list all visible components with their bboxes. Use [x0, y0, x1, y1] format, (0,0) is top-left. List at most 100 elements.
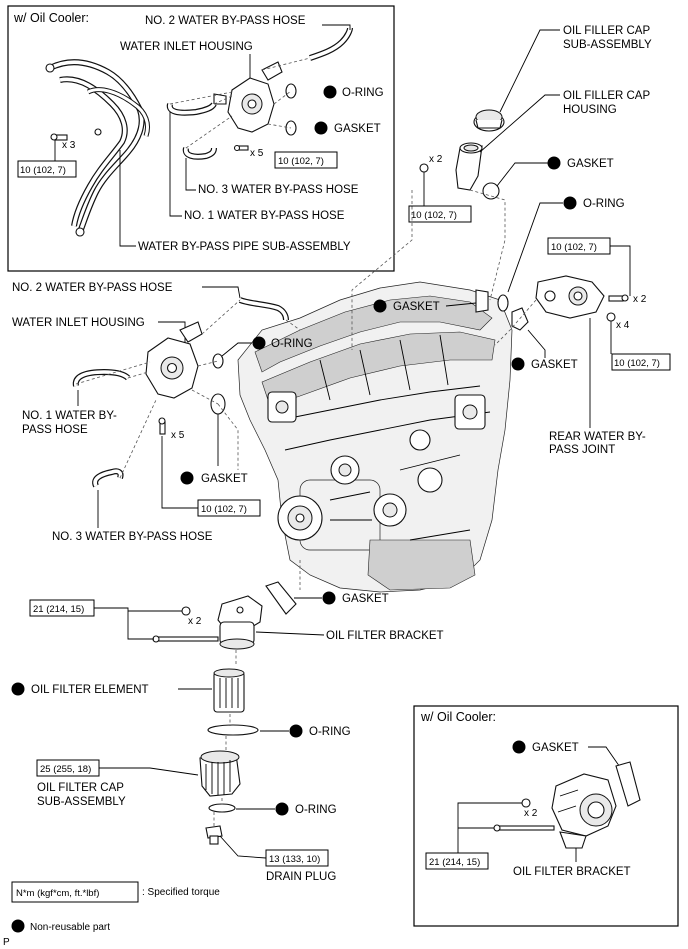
hose-no2-top — [309, 27, 353, 61]
bolt-x5-top-icon — [233, 144, 249, 152]
oil-filler-cap-icon — [473, 109, 505, 132]
legend-nonreusable-dot — [11, 919, 25, 933]
label-oring-ur: O-RING — [583, 198, 625, 210]
label-gasket-ur: GASKET — [567, 158, 614, 170]
qty-joint-b: x 4 — [616, 320, 630, 331]
hose-no2-main — [238, 297, 289, 321]
label-filler-cap-2: SUB-ASSEMBLY — [563, 39, 652, 51]
nonreusable-mark-gasket-top — [314, 121, 328, 135]
label-oring-filter: O-RING — [309, 726, 351, 738]
nonreusable-mark-gasket-cooler — [512, 740, 526, 754]
oil-filler-housing-icon — [455, 142, 483, 191]
oil-cooler-bracket-icon — [551, 773, 617, 849]
torque-box-filler — [408, 205, 472, 223]
torque-joint-bottom: 10 (102, 7) — [614, 358, 660, 369]
bypass-pipe-assembly — [45, 59, 150, 237]
bolt-x3-icon — [50, 133, 68, 141]
hose-no3-main — [92, 468, 124, 488]
inset-bottom-title: w/ Oil Cooler: — [420, 710, 496, 724]
label-oring-top: O-RING — [342, 87, 384, 99]
oil-filter-bracket-icon — [217, 595, 263, 650]
oring-filter-icon — [207, 724, 259, 736]
bolt-cooler-icon — [493, 824, 555, 832]
bolt-joint-icon — [608, 294, 629, 302]
torque-cooler: 21 (214, 15) — [429, 857, 480, 868]
label-inlet-main: WATER INLET HOUSING — [12, 317, 145, 329]
inset-frame-top — [7, 5, 395, 272]
label-bracket-cooler: OIL FILTER BRACKET — [513, 866, 631, 878]
label-filler-housing-2: HOUSING — [563, 104, 617, 116]
label-joint-2: PASS JOINT — [549, 444, 615, 456]
label-gasket-cooler: GASKET — [532, 742, 579, 754]
nonreusable-mark-oring-filter — [289, 724, 303, 738]
oring-drain-icon — [208, 803, 236, 813]
label-oring-drain: O-RING — [295, 804, 337, 816]
inlet-housing-top — [213, 61, 283, 133]
nut-cooler-icon — [521, 798, 531, 808]
label-gasket-main: GASKET — [201, 473, 248, 485]
torque-inlet-main: 10 (102, 7) — [201, 504, 247, 515]
nonreusable-mark-oring-ur — [563, 196, 577, 210]
bolt-filler-icon — [419, 163, 429, 173]
label-element: OIL FILTER ELEMENT — [31, 684, 149, 696]
nonreusable-mark-gasket-joint-right — [511, 357, 525, 371]
torque-box-joint-bottom — [611, 353, 671, 371]
torque-joint-top: 10 (102, 7) — [551, 242, 597, 253]
label-hose1-top: NO. 1 WATER BY-PASS HOSE — [184, 210, 345, 222]
qty-bracket: x 2 — [188, 616, 202, 627]
nut-joint-icon — [606, 312, 616, 322]
torque-box-cooler — [425, 852, 489, 870]
torque-bracket: 21 (214, 15) — [33, 604, 84, 615]
label-hose1-main-1: NO. 1 WATER BY- — [22, 410, 117, 422]
qty-bolt-top: x 3 — [62, 140, 76, 151]
qty-inlet-main: x 5 — [171, 430, 185, 441]
inset-frame-bottom — [413, 705, 679, 927]
qty-cooler: x 2 — [524, 808, 538, 819]
oring-main-icon — [212, 353, 224, 369]
corner-mark: P — [3, 937, 10, 948]
nonreusable-mark-oring-drain — [275, 802, 289, 816]
label-hose3-top: NO. 3 WATER BY-PASS HOSE — [198, 184, 359, 196]
nonreusable-mark-gasket-bracket — [322, 591, 336, 605]
nonreusable-mark-oring-main — [252, 336, 266, 350]
label-drain: DRAIN PLUG — [266, 871, 336, 883]
nonreusable-mark-gasket-main — [180, 471, 194, 485]
legend-nonreusable: Non-reusable part — [30, 922, 110, 933]
hose-no1-main — [72, 368, 131, 387]
label-pipe-top: WATER BY-PASS PIPE SUB-ASSEMBLY — [138, 241, 351, 253]
label-cap-1: OIL FILTER CAP — [37, 782, 124, 794]
legend-torque-units: N*m (kgf*cm, ft.*lbf) — [16, 888, 99, 899]
gasket-bracket-icon — [265, 581, 297, 615]
label-joint-1: REAR WATER BY- — [549, 431, 646, 443]
label-bracket: OIL FILTER BRACKET — [326, 630, 444, 642]
torque-box-top-a — [17, 160, 77, 178]
hose-no1-top — [166, 102, 217, 116]
nonreusable-mark-gasket-joint-left — [373, 299, 387, 313]
inlet-housing-main — [145, 321, 203, 399]
torque-drain: 13 (133, 10) — [269, 854, 320, 865]
legend-torque-desc: : Specified torque — [142, 887, 220, 898]
label-oring-main: O-RING — [271, 338, 313, 350]
oil-filter-element-icon — [213, 668, 245, 713]
rear-bypass-joint-icon — [535, 275, 605, 319]
engine-assembly — [237, 281, 513, 593]
torque-filler: 10 (102, 7) — [411, 210, 457, 221]
torque-top-a: 10 (102, 7) — [20, 165, 66, 176]
qty-joint-a: x 2 — [633, 294, 647, 305]
label-gasket-top: GASKET — [334, 123, 381, 135]
qty-inlet-top: x 5 — [250, 148, 264, 159]
hose-no3-top — [182, 147, 217, 160]
gasket-joint-left-icon — [475, 289, 489, 313]
label-hose2-main: NO. 2 WATER BY-PASS HOSE — [12, 282, 173, 294]
label-filler-cap-1: OIL FILLER CAP — [563, 25, 650, 37]
bolt-x5-main-icon — [158, 417, 166, 435]
label-gasket-joint-left: GASKET — [393, 301, 440, 313]
label-gasket-bracket: GASKET — [342, 593, 389, 605]
label-hose2-top: NO. 2 WATER BY-PASS HOSE — [145, 15, 306, 27]
torque-cap: 25 (255, 18) — [40, 764, 91, 775]
nonreusable-mark-element — [11, 682, 25, 696]
label-filler-housing-1: OIL FILLER CAP — [563, 90, 650, 102]
drain-plug-icon — [205, 825, 223, 845]
oring-top-icon — [285, 83, 297, 99]
